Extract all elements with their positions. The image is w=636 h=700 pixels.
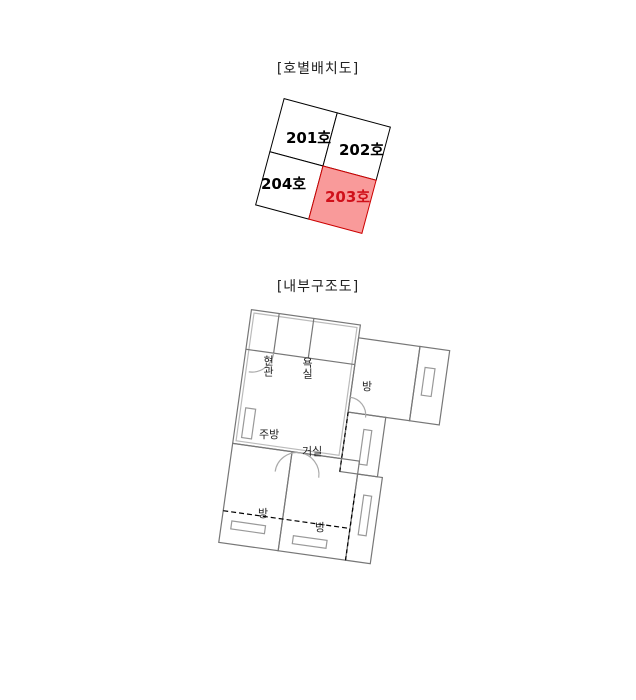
room-top — [347, 337, 421, 422]
room-entry-label: 현관 — [262, 355, 275, 377]
floor-plan-title: [내부구조도] — [276, 279, 360, 295]
room-kitchen-label: 주방 — [259, 428, 279, 441]
unit-203 — [308, 165, 377, 234]
room-bottom-right-label: 방 — [315, 521, 325, 534]
room-bath-label: 욕실 — [301, 357, 314, 379]
unit-layout — [255, 98, 391, 234]
unit-202-label: 202호 — [339, 141, 384, 159]
unit-203-label: 203호 — [325, 188, 370, 206]
floor-plan — [218, 308, 451, 565]
balcony-top — [408, 345, 451, 426]
unit-201-label: 201호 — [286, 129, 331, 147]
room-living-label: 거실 — [302, 445, 322, 458]
room-top-label: 방 — [362, 380, 372, 393]
unit-layout-title: [호별배치도] — [276, 61, 360, 77]
room-bottom-left-label: 방 — [258, 507, 268, 520]
unit-204-label: 204호 — [261, 175, 306, 193]
